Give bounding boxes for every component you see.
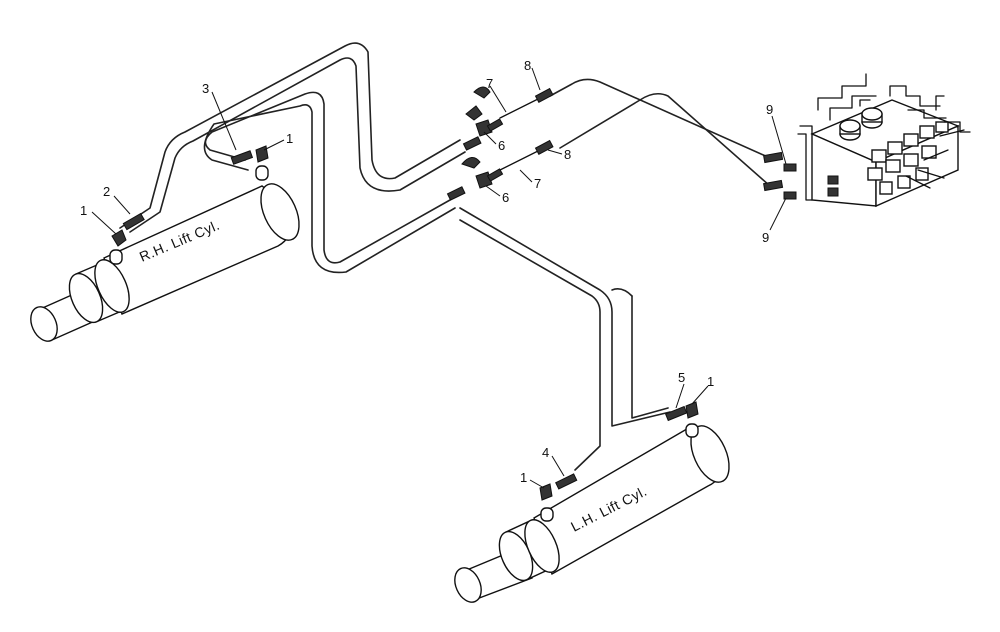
- fitting-tube-upper-7: [499, 97, 541, 119]
- hose-rh-main-inner: [129, 57, 466, 233]
- fitting-straight-lh-front: [555, 473, 578, 490]
- rh-cyl-port-rear: [255, 165, 269, 181]
- fitting-elbow-upper-b: [473, 86, 491, 99]
- callout-1-rh-rear: 1: [286, 131, 293, 146]
- lh-lift-cylinder: L.H. Lift Cyl.: [454, 423, 730, 603]
- valve-cap-1-top: [839, 119, 861, 133]
- leader-c1-lh-rear: [691, 385, 709, 405]
- rh-cyl-barrel-front: [94, 259, 130, 313]
- leader-c6-upper: [483, 131, 497, 145]
- fitting-valve-lower-9b: [783, 191, 797, 200]
- leader-c9-upper: [771, 115, 787, 165]
- hose-lh-rear-inner: [459, 219, 601, 471]
- lh-cyl-rod-end: [454, 567, 482, 603]
- leader-c8-lower: [547, 149, 563, 155]
- callout-1-lh-front: 1: [520, 470, 527, 485]
- fitting-upper-left: [462, 136, 482, 151]
- valve-spool-fittings: [827, 121, 965, 197]
- fitting-straight-upper-6: [486, 118, 504, 132]
- rh-cyl-rod-end: [30, 306, 58, 342]
- rh-cyl-end-cap: [260, 183, 300, 241]
- callout-6-upper: 6: [498, 138, 505, 153]
- lh-cyl-barrel-front: [524, 519, 560, 573]
- leader-c7-lower: [519, 169, 533, 183]
- leader-c4: [551, 455, 565, 477]
- fitting-straight-lower-8: [534, 139, 554, 155]
- fitting-valve-lower-9: [763, 179, 784, 192]
- callout-6-lower: 6: [502, 190, 509, 205]
- fittings: [111, 86, 797, 501]
- callout-7-upper: 7: [486, 76, 493, 91]
- fitting-elbow-upper-a: [465, 105, 483, 121]
- fitting-straight-rh-front: [122, 212, 145, 231]
- fitting-elbow-lower-a: [461, 157, 481, 169]
- callout-2: 2: [103, 184, 110, 199]
- leader-c5: [675, 383, 685, 409]
- callout-9-upper: 9: [766, 102, 773, 117]
- hose-rh-main-outer: [119, 42, 461, 229]
- leader-c6-lower: [485, 185, 501, 197]
- callout-1-rh-front: 1: [80, 203, 87, 218]
- hose-network: [119, 42, 771, 471]
- fitting-valve-upper-9b: [783, 163, 797, 172]
- rh-lift-cylinder: R.H. Lift Cyl.: [30, 165, 300, 342]
- leader-c1-rh-front: [91, 211, 117, 235]
- hose-valve-upper-inner: [559, 92, 771, 187]
- leader-c2: [113, 195, 131, 215]
- leader-c3: [211, 91, 237, 151]
- callout-7-lower: 7: [534, 176, 541, 191]
- hose-lh-rear-outer: [459, 207, 671, 427]
- lh-cyl-port-rear: [685, 423, 699, 438]
- hose-rh-return-inner: [203, 104, 456, 274]
- fitting-straight-upper-8: [534, 87, 554, 103]
- fitting-straight-lh-rear: [664, 405, 688, 422]
- control-valve: [797, 73, 971, 208]
- callout-4: 4: [542, 445, 549, 460]
- callout-9-lower: 9: [762, 230, 769, 245]
- valve-bracket: [797, 125, 813, 201]
- callout-8-lower: 8: [564, 147, 571, 162]
- lh-cyl-port-front: [540, 507, 554, 522]
- rh-cyl-port-front: [109, 249, 123, 265]
- callout-1-lh-rear: 1: [707, 374, 714, 389]
- fitting-valve-upper-9: [763, 151, 784, 164]
- leader-c9-lower: [769, 197, 787, 231]
- fitting-tube-lower-7: [499, 149, 541, 171]
- hose-lh-branch-outer: [631, 295, 669, 419]
- fitting-elbow-lh-rear: [685, 401, 699, 419]
- fitting-straight-lower-6: [486, 168, 504, 182]
- leader-c8-upper: [531, 67, 541, 91]
- fitting-tee-upper: [475, 119, 493, 137]
- valve-cap-2-top: [861, 107, 883, 121]
- leader-c1-rh-rear: [263, 139, 285, 151]
- callout-3: 3: [202, 81, 209, 96]
- hose-valve-upper-outer: [549, 78, 771, 159]
- fitting-straight-rh-rear: [230, 150, 254, 165]
- hose-lh-branch-top: [611, 288, 633, 297]
- leader-c7-upper: [489, 85, 507, 113]
- callout-8-upper: 8: [524, 58, 531, 73]
- callout-5: 5: [678, 370, 685, 385]
- callouts: 1 2 3 1 7 8 6 8 7 6 9 9 5 1 4 1: [80, 58, 787, 489]
- fitting-lower-left: [446, 186, 466, 201]
- leader-c1-lh-front: [529, 479, 545, 489]
- valve-linkage: [817, 73, 971, 133]
